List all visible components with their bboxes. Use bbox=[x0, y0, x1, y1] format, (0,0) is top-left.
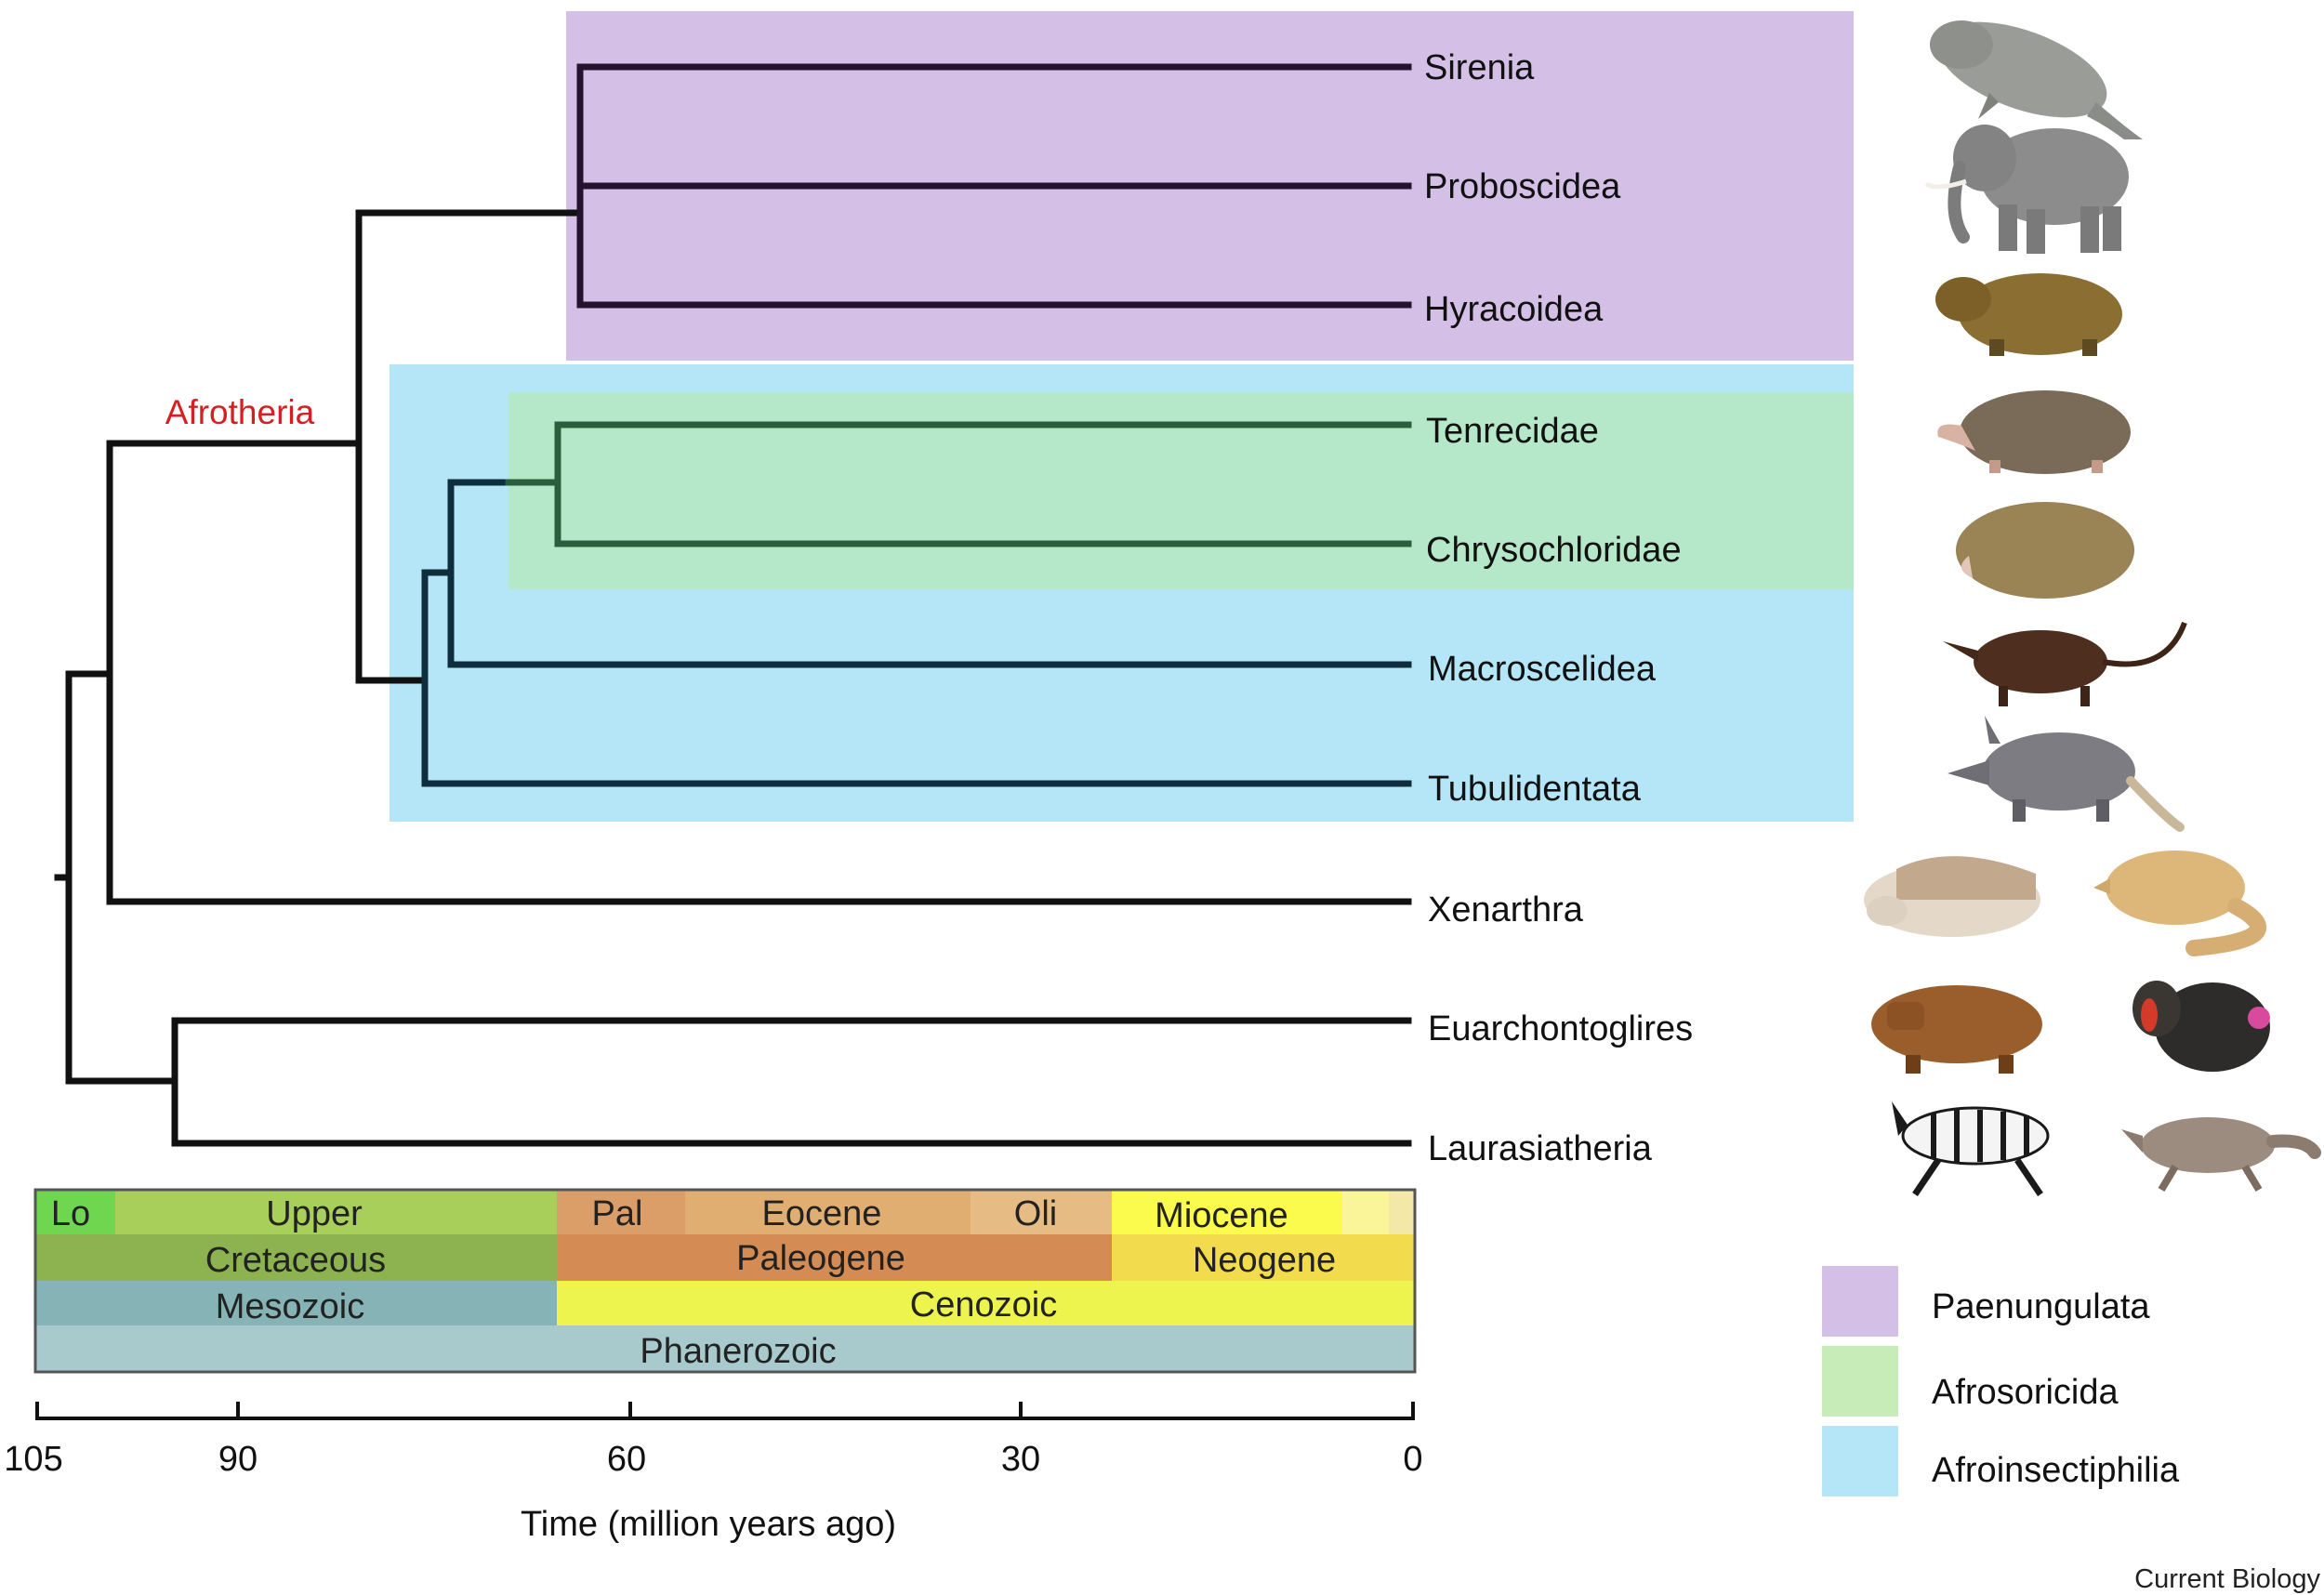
afrotheria-label: Afrotheria bbox=[165, 393, 315, 431]
legend: Paenungulata Afrosoricida Afroinsectiphi… bbox=[1822, 1266, 2180, 1496]
period-cell bbox=[1112, 1234, 1415, 1281]
elephant-icon bbox=[1924, 125, 2129, 254]
epoch-cell bbox=[115, 1190, 557, 1234]
epoch-label: Oli bbox=[1014, 1194, 1057, 1233]
taxon-label-tubulidentata: Tubulidentata bbox=[1428, 770, 1642, 809]
epoch-label: Upper bbox=[266, 1194, 363, 1233]
epoch-cell bbox=[685, 1190, 971, 1234]
era-label: Cenozoic bbox=[910, 1285, 1057, 1325]
legend-label: Afrosoricida bbox=[1932, 1373, 2119, 1412]
epoch-cell bbox=[557, 1190, 685, 1234]
taxon-label-proboscidea: Proboscidea bbox=[1424, 167, 1621, 206]
time-axis bbox=[35, 1402, 1415, 1420]
axis-tick-label: 30 bbox=[1001, 1440, 1040, 1479]
axis-tick-label: 0 bbox=[1403, 1440, 1422, 1479]
hyrax-icon bbox=[1935, 273, 2122, 356]
axis-tick-label: 60 bbox=[607, 1440, 646, 1479]
animal-illustrations bbox=[1864, 20, 2321, 1196]
epoch-label: Miocene bbox=[1155, 1196, 1288, 1235]
zebra-icon bbox=[1892, 1101, 2050, 1196]
tenrec-icon bbox=[1937, 390, 2131, 474]
timescale-border bbox=[33, 1188, 1417, 1374]
legend-label: Paenungulata bbox=[1932, 1287, 2150, 1326]
eon-cell bbox=[35, 1325, 1415, 1372]
tree-backbone bbox=[54, 209, 1412, 1147]
taxon-label-laurasiatheria: Laurasiatheria bbox=[1428, 1129, 1653, 1168]
epoch-cell bbox=[971, 1190, 1112, 1234]
elephant-shrew-icon bbox=[1943, 621, 2187, 706]
axis-title: Time (million years ago) bbox=[521, 1505, 896, 1544]
eon-label: Phanerozoic bbox=[640, 1332, 836, 1371]
period-cell bbox=[35, 1234, 557, 1281]
taxon-label-sirenia: Sirenia bbox=[1424, 48, 1535, 87]
epoch-label: Pal bbox=[592, 1194, 643, 1233]
taxon-label-euarchontoglires: Euarchontoglires bbox=[1428, 1009, 1693, 1048]
epoch-label: Eocene bbox=[762, 1194, 882, 1233]
axis-tick-label: 105 bbox=[4, 1440, 62, 1479]
legend-swatch-paenungulata bbox=[1822, 1266, 1898, 1337]
epoch-cell bbox=[1112, 1190, 1342, 1234]
period-label: Paleogene bbox=[736, 1239, 905, 1278]
period-cell bbox=[557, 1234, 1112, 1281]
period-label: Neogene bbox=[1193, 1241, 1336, 1280]
legend-swatch-afrosoricida bbox=[1822, 1346, 1898, 1417]
afroinsectiphilia-branches bbox=[421, 479, 1412, 787]
period-label: Cretaceous bbox=[205, 1241, 386, 1280]
taxon-label-xenarthra: Xenarthra bbox=[1428, 890, 1584, 929]
era-label: Mesozoic bbox=[216, 1287, 365, 1326]
epoch-label: Lo bbox=[51, 1194, 90, 1233]
epoch-cell bbox=[1342, 1190, 1389, 1234]
taxon-label-hyracoidea: Hyracoidea bbox=[1424, 290, 1604, 329]
armadillo-icon bbox=[1864, 856, 2040, 937]
era-cell bbox=[35, 1281, 557, 1325]
epoch-cell bbox=[35, 1190, 115, 1234]
mandrill-icon bbox=[2133, 981, 2270, 1072]
journal-credit: Current Biology bbox=[2134, 1564, 2320, 1594]
afrosoricida-branches bbox=[505, 421, 1412, 547]
wolf-icon bbox=[2121, 1117, 2321, 1193]
golden-mole-icon bbox=[1956, 502, 2134, 599]
manatee-icon bbox=[1930, 20, 2143, 139]
legend-swatch-afroinsectiphilia bbox=[1822, 1426, 1898, 1496]
timescale: Lo Upper Pal Eocene Oli Miocene Cretaceo… bbox=[33, 1188, 1417, 1374]
taxon-label-tenrecidae: Tenrecidae bbox=[1426, 412, 1599, 451]
taxon-label-chrysochloridae: Chrysochloridae bbox=[1426, 531, 1682, 570]
paenungulata-branches bbox=[576, 63, 1412, 309]
taxon-label-macroscelidea: Macroscelidea bbox=[1428, 650, 1657, 689]
era-cell bbox=[557, 1281, 1415, 1325]
aardvark-icon bbox=[1948, 716, 2185, 832]
epoch-cell bbox=[1389, 1190, 1415, 1234]
anteater-icon bbox=[2093, 850, 2266, 956]
legend-label: Afroinsectiphilia bbox=[1932, 1451, 2180, 1490]
taxon-labels: Sirenia Proboscidea Hyracoidea Tenrecida… bbox=[1424, 48, 1693, 1168]
capybara-icon bbox=[1871, 985, 2042, 1074]
axis-tick-label: 90 bbox=[218, 1440, 257, 1479]
